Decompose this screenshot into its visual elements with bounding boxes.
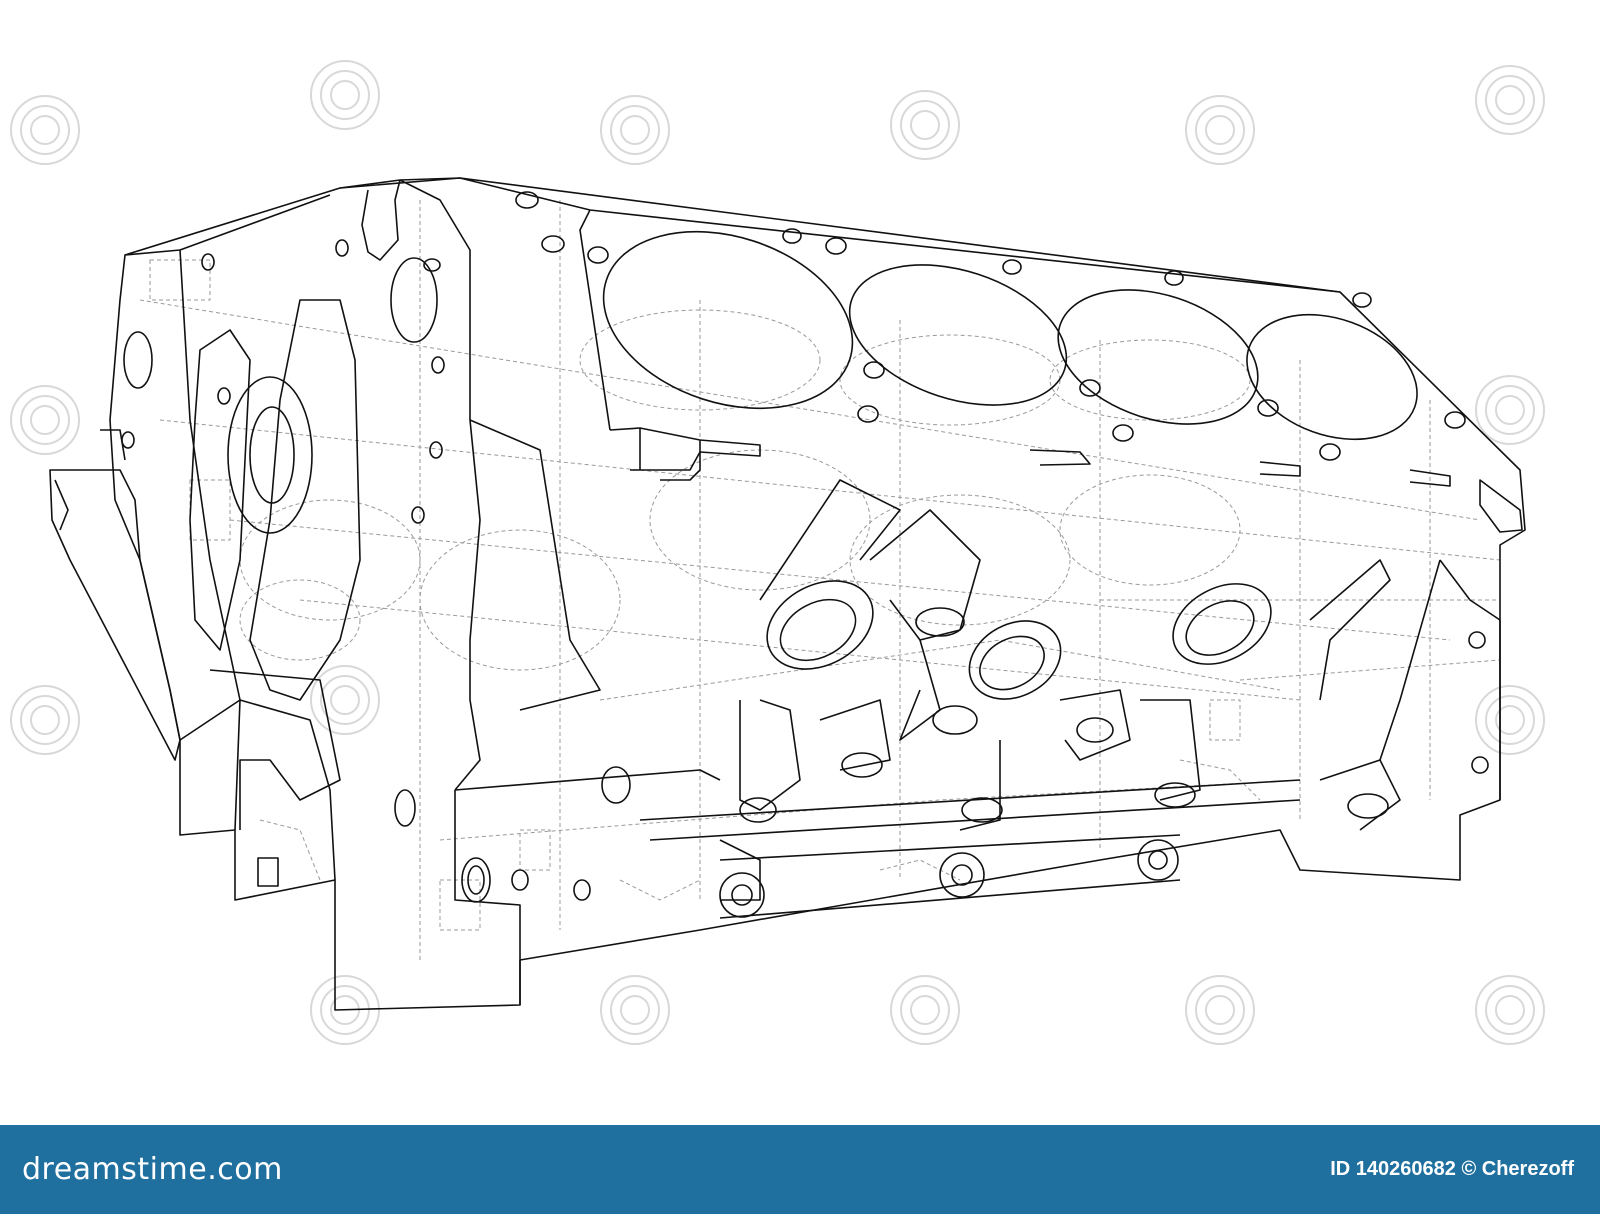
watermark-pattern	[10, 60, 1545, 1045]
brand-text: dreamstime.com	[22, 1152, 283, 1187]
watermark-swirl-icon	[1185, 975, 1255, 1045]
watermark-swirl-icon	[890, 90, 960, 160]
watermark-swirl-icon	[1475, 975, 1545, 1045]
watermark-swirl-icon	[600, 95, 670, 165]
image-credit: ID 140260682 © Cherezoff	[1330, 1158, 1574, 1180]
watermark-swirl-icon	[1475, 685, 1545, 755]
watermark-swirl-icon	[10, 685, 80, 755]
hidden-lines	[139, 200, 1501, 960]
watermark-swirl-icon	[1185, 95, 1255, 165]
brand-logo: dreamstime.com	[22, 1152, 283, 1187]
footer-bar: dreamstime.com ID 140260682 © Cherezoff	[0, 1125, 1600, 1214]
watermark-swirl-icon	[1475, 65, 1545, 135]
watermark-swirl-icon	[310, 60, 380, 130]
engine-block-drawing	[10, 60, 1545, 1045]
watermark-swirl-icon	[1475, 375, 1545, 445]
watermark-swirl-icon	[310, 975, 380, 1045]
watermark-swirl-icon	[310, 665, 380, 735]
illustration-area	[10, 60, 1545, 1045]
watermark-swirl-icon	[10, 95, 80, 165]
outline-lines	[49, 177, 1526, 1011]
watermark-swirl-icon	[10, 385, 80, 455]
watermark-swirl-icon	[600, 975, 670, 1045]
watermark-swirl-icon	[890, 975, 960, 1045]
